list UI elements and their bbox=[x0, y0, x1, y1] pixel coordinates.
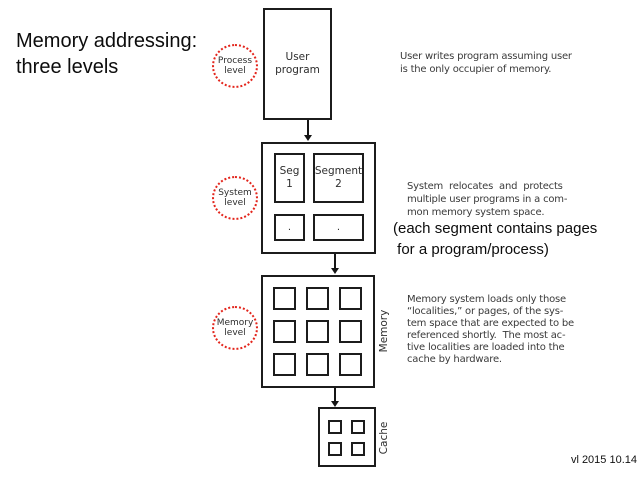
arrow-down-icon bbox=[331, 401, 339, 407]
page-cell bbox=[306, 320, 329, 343]
page-cell bbox=[339, 320, 362, 343]
segment-pages-annotation: (each segment contains pages for a progr… bbox=[393, 220, 598, 258]
cache-box bbox=[318, 407, 376, 467]
slide-title: Memory addressing: three levels bbox=[16, 30, 198, 78]
version-stamp: vl 2015 10.14 bbox=[570, 454, 637, 466]
page-cell bbox=[339, 353, 362, 376]
process-level-note: User writes program assuming user is the… bbox=[400, 51, 572, 75]
cache-cell bbox=[328, 442, 342, 456]
segment-ellipsis-box: . bbox=[313, 214, 364, 241]
memory-level-badge: Memory level bbox=[212, 306, 258, 350]
segment-2-box: Segment 2 bbox=[313, 153, 364, 203]
connector-system-memory bbox=[334, 254, 336, 269]
cache-cell bbox=[351, 420, 365, 434]
page-cell bbox=[306, 353, 329, 376]
connector-memory-cache bbox=[334, 388, 336, 402]
connector-process-system bbox=[307, 120, 309, 136]
cache-side-label: Cache bbox=[378, 421, 390, 455]
page-cell bbox=[339, 287, 362, 310]
cache-cell bbox=[328, 420, 342, 434]
arrow-down-icon bbox=[304, 135, 312, 141]
process-level-badge: Process level bbox=[212, 44, 258, 88]
cache-line-grid bbox=[328, 420, 365, 456]
page-cell bbox=[306, 287, 329, 310]
page-cell bbox=[273, 320, 296, 343]
cache-cell bbox=[351, 442, 365, 456]
page-cell bbox=[273, 287, 296, 310]
memory-side-label: Memory bbox=[378, 309, 390, 353]
system-level-badge: System level bbox=[212, 176, 258, 220]
user-program-box: User program bbox=[263, 8, 332, 120]
page-cell bbox=[273, 353, 296, 376]
memory-level-note: Memory system loads only those “localiti… bbox=[407, 294, 574, 365]
segment-1-box: Seg 1 bbox=[274, 153, 305, 203]
segment-ellipsis-box: . bbox=[274, 214, 305, 241]
memory-page-grid bbox=[273, 287, 362, 376]
system-level-note: System relocates and protects multiple u… bbox=[407, 181, 568, 218]
arrow-down-icon bbox=[331, 268, 339, 274]
